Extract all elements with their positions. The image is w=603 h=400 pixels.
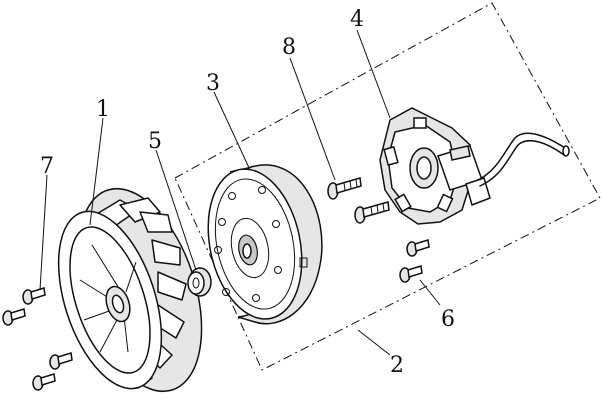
fan-bolt-4: [32, 373, 56, 391]
flywheel-fan: [57, 187, 203, 393]
callout-7: 7: [40, 154, 54, 179]
stator-bolt-upper: [327, 177, 362, 200]
callout-2: 2: [390, 353, 404, 378]
group-boundary-box: [174, 2, 601, 371]
rotor-flywheel: [207, 164, 323, 325]
fan-bolt-3: [49, 352, 73, 370]
callout-1: 1: [96, 97, 110, 122]
stator-assembly: [379, 107, 570, 225]
callout-5: 5: [148, 129, 162, 154]
leader-lines: [39, 29, 441, 356]
fan-bolt-1: [22, 287, 46, 305]
callout-6: 6: [441, 307, 455, 332]
pickup-bolt-lower: [399, 265, 423, 283]
callout-8: 8: [282, 35, 296, 60]
flywheel-nut: [187, 267, 212, 297]
callout-4: 4: [350, 7, 364, 32]
fan-bolt-2: [2, 308, 26, 326]
stator-bolt-lower: [354, 201, 390, 224]
callout-3: 3: [206, 71, 220, 96]
pickup-bolt-upper: [406, 239, 430, 257]
